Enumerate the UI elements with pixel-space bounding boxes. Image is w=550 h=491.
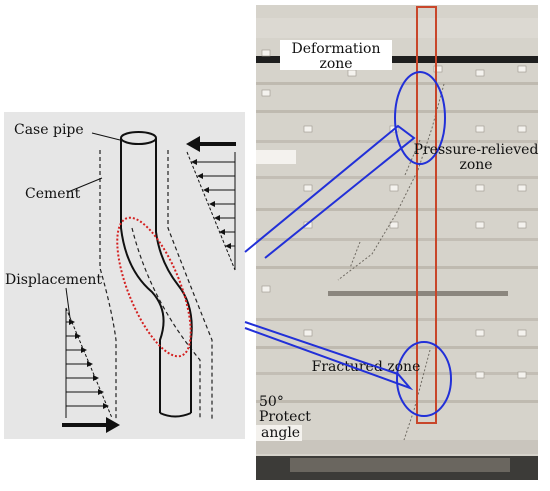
- pressure-relieved-circle: [394, 71, 446, 165]
- photo-tag: [256, 150, 296, 164]
- arrow-right-icon: [62, 417, 120, 433]
- case-pipe-leader: [91, 132, 121, 141]
- case-pipe-label: Case pipe: [14, 122, 84, 138]
- rock-layers: [256, 18, 538, 480]
- protect-angle-label: Protect: [259, 409, 311, 425]
- fracture-lines: [337, 83, 445, 441]
- pressure-relieved-label: Pressure-relieved: [414, 142, 539, 158]
- fractured-zone-circle: [396, 341, 452, 417]
- lower-displacement-arrows: [65, 307, 113, 419]
- displacement-label: Displacement: [5, 272, 102, 288]
- pipe-top-opening: [120, 131, 157, 145]
- case-pipe: [120, 131, 193, 418]
- displacement-leader: [65, 287, 71, 319]
- rock-model-photo: Deformation zone Pressure-relieved zone …: [256, 5, 538, 480]
- deformation-zone-label: zone: [319, 56, 352, 72]
- callout-lines: [244, 124, 416, 391]
- marker-points: [261, 49, 527, 379]
- pipe-diagram-panel: Case pipe Cement Displacement: [4, 112, 245, 439]
- deformation-zone-label: Deformation: [292, 41, 381, 57]
- cement-mid-line: [131, 227, 201, 420]
- cement-left-line: [99, 150, 117, 420]
- arrow-left-icon: [186, 136, 236, 152]
- pressure-relieved-label: zone: [459, 157, 492, 173]
- pipe-left-wall: [120, 138, 165, 413]
- deformation-label-bg: [280, 40, 392, 70]
- cement-right-line: [167, 150, 213, 420]
- borehole-outline: [416, 6, 437, 424]
- pipe-bottom-edge: [159, 412, 192, 418]
- diagram-background: [4, 112, 245, 439]
- lower-callout: [244, 321, 414, 391]
- cement-leader: [67, 177, 103, 193]
- upper-displacement-arrows: [186, 151, 236, 271]
- protect-angle-label: angle: [261, 425, 300, 441]
- protect-angle-value: 50°: [259, 394, 284, 410]
- upper-callout: [244, 124, 416, 259]
- deformation-highlight-ellipse: [116, 216, 192, 358]
- cement-label: Cement: [25, 186, 81, 202]
- photo-tag: [256, 425, 302, 441]
- pipe-right-wall: [155, 138, 193, 413]
